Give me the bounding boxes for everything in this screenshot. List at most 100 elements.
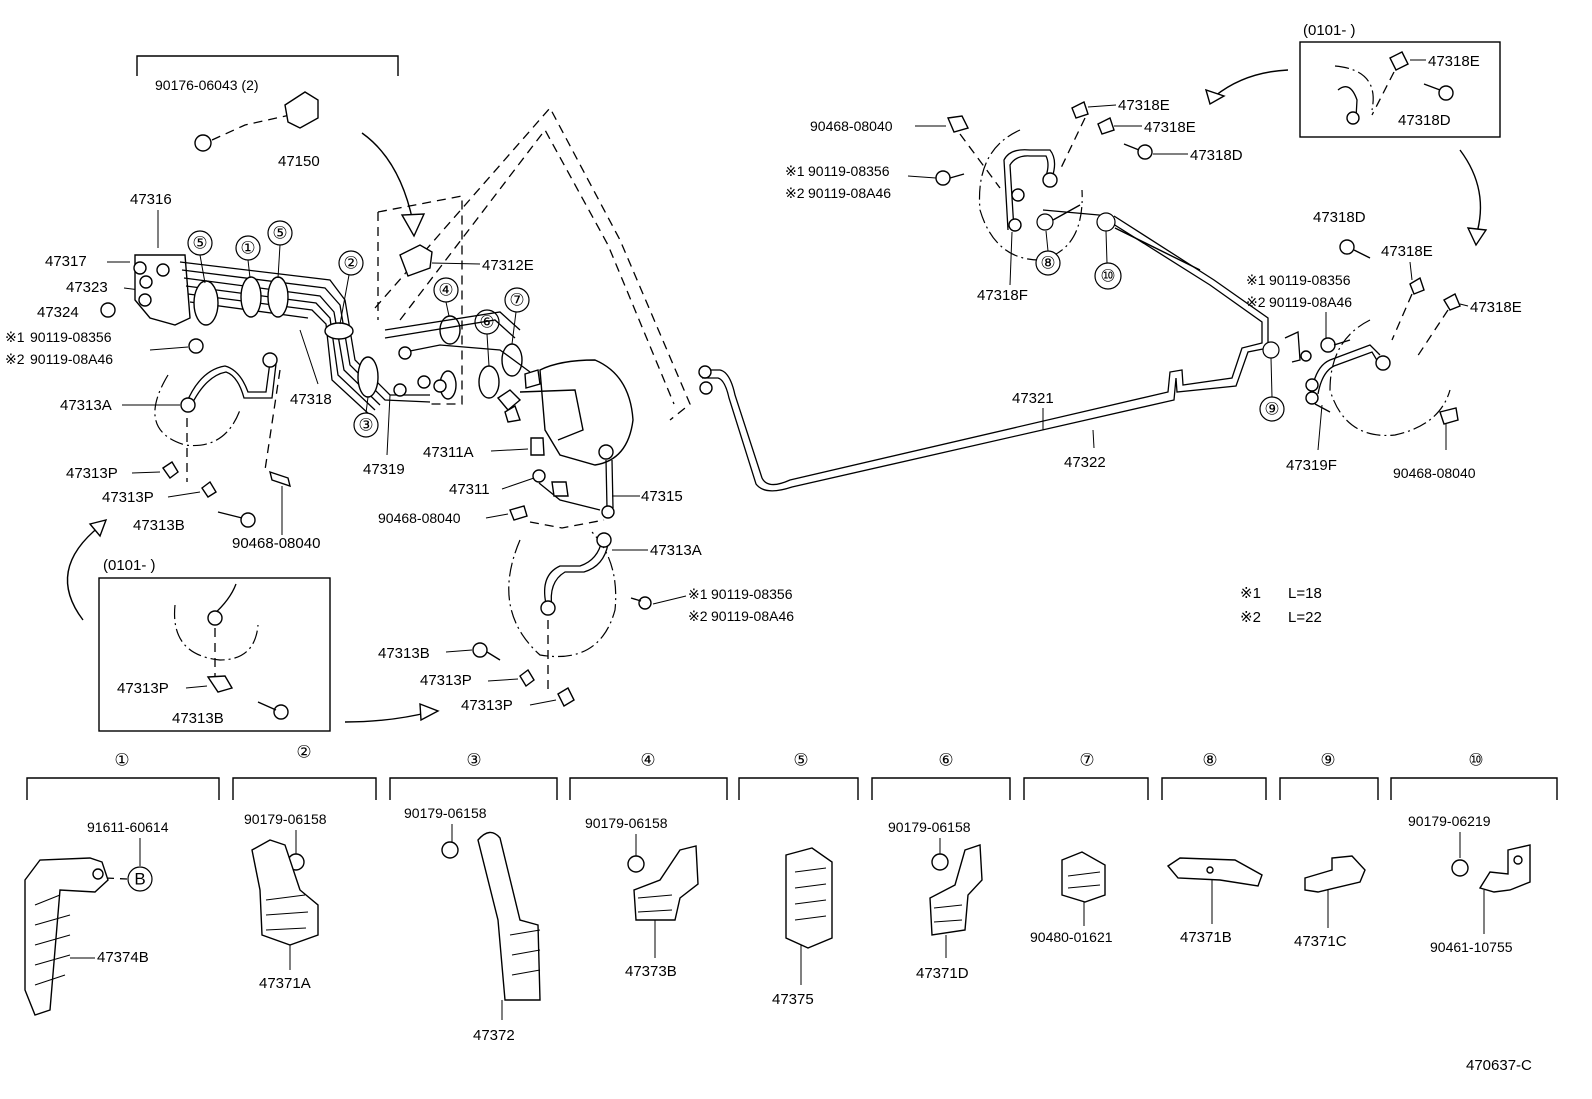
clamp-47371D-icon [929,844,983,936]
mark-2-rr: ※2 [1246,294,1266,310]
clamp-9-number: ⑨ [1320,751,1335,770]
clip-90468-top-icon [946,115,970,133]
label-90119-08A46-left[interactable]: 90119-08A46 [30,351,113,367]
clamp-1-sub[interactable]: 91611-60614 [87,819,169,835]
inset-right-47318E[interactable]: 47318E [1428,53,1480,70]
inset-right-47318D[interactable]: 47318D [1398,112,1451,129]
label-47324[interactable]: 47324 [37,304,79,321]
clip-90468-icon [269,470,291,488]
length-notes: ※1 L=18 ※2 L=22 [1240,585,1322,626]
clamp-47372-icon [477,831,541,1001]
label-47312E[interactable]: 47312E [482,257,534,274]
clamp-2-sub[interactable]: 90179-06158 [244,811,327,827]
diagram-id: 470637-C [1466,1057,1532,1074]
label-47321[interactable]: 47321 [1012,390,1054,407]
label-47313P-mid-a[interactable]: 47313P [420,672,472,689]
clamp-10-number: ⑩ [1468,751,1483,770]
label-90119-08356-rr[interactable]: 90119-08356 [1269,272,1351,288]
callout-10: ⑩ [1100,267,1115,286]
label-47316[interactable]: 47316 [130,191,172,208]
clamp-47371C-icon [1304,855,1366,893]
label-47318E-rr-b[interactable]: 47318E [1470,299,1522,316]
clamp-8-main[interactable]: 47371B [1180,929,1232,946]
left-cluster: 47316 47317 47323 47324 ⑤ ① ⑤ ② ③ [5,191,530,552]
label-90119-08A46-top[interactable]: 90119-08A46 [808,185,891,201]
label-90119-08A46-mid[interactable]: 90119-08A46 [711,608,794,624]
clamp-3-main[interactable]: 47372 [473,1027,515,1044]
label-90468-08040-left[interactable]: 90468-08040 [232,535,320,552]
callout-2: ② [343,254,358,273]
clamp-10-main[interactable]: 90461-10755 [1430,939,1513,955]
label-47318D-top[interactable]: 47318D [1190,147,1243,164]
label-47313A-left[interactable]: 47313A [60,397,112,414]
label-47317[interactable]: 47317 [45,253,87,270]
label-90119-08356-left[interactable]: 90119-08356 [30,329,112,345]
inset-right-title: (0101- ) [1303,22,1356,39]
clamp-47371A-icon [251,839,319,946]
label-47150[interactable]: 47150 [278,153,320,170]
mark-1-top: ※1 [785,163,805,179]
label-47313P-mid-b[interactable]: 47313P [461,697,513,714]
label-47313B-mid[interactable]: 47313B [378,645,430,662]
mark-1-rr: ※1 [1246,272,1266,288]
label-47319F[interactable]: 47319F [1286,457,1337,474]
mark-1-mid: ※1 [688,586,708,602]
clamp-1-main[interactable]: 47374B [97,949,149,966]
center-cluster: 47312E 47319 47311A 47315 47311 90468- [363,106,794,714]
bolt-icon [188,338,204,354]
bracket-47150-icon [284,91,319,129]
inset-left-47313B[interactable]: 47313B [172,710,224,727]
label-47318E-rr-a[interactable]: 47318E [1381,243,1433,260]
clamp-4-sub[interactable]: 90179-06158 [585,815,668,831]
clamp-8-number: ⑧ [1202,751,1217,770]
clamp-1-ref: B [134,870,145,889]
group-47150: 90176-06043 (2) 47150 [136,55,399,170]
clamp-2-main[interactable]: 47371A [259,975,311,992]
label-47315[interactable]: 47315 [641,488,683,505]
clamp-7-main[interactable]: 90480-01621 [1030,929,1113,945]
callout-5b: ⑤ [272,224,287,243]
callout-3: ③ [358,416,373,435]
clamp-1-number: ① [114,751,129,770]
label-47311A[interactable]: 47311A [423,444,474,461]
clamp-10-sub[interactable]: 90179-06219 [1408,813,1491,829]
label-47319[interactable]: 47319 [363,461,405,478]
label-47313B-a[interactable]: 47313B [133,517,185,534]
clamp-47374B-icon [24,857,109,1016]
inset-left-47313P[interactable]: 47313P [117,680,169,697]
label-90468-08040-mid[interactable]: 90468-08040 [378,510,461,526]
bolt-head-icon [100,302,116,318]
label-47318[interactable]: 47318 [290,391,332,408]
label-90176-06043[interactable]: 90176-06043 (2) [155,77,259,93]
label-47318D-rr[interactable]: 47318D [1313,209,1366,226]
label-47311[interactable]: 47311 [449,481,490,498]
label-90119-08356-mid[interactable]: 90119-08356 [711,586,793,602]
label-47313A-mid[interactable]: 47313A [650,542,702,559]
label-47318E-a[interactable]: 47318E [1118,97,1170,114]
label-47318E-b[interactable]: 47318E [1144,119,1196,136]
clamp-6-sub[interactable]: 90179-06158 [888,819,971,835]
callout-6: ⑥ [479,313,494,332]
clamp-9-main[interactable]: 47371C [1294,933,1347,950]
master-cylinder-icon [539,359,634,466]
clamp-3-sub[interactable]: 90179-06158 [404,805,487,821]
label-90468-08040-rr[interactable]: 90468-08040 [1393,465,1476,481]
clamp-3-number: ③ [466,751,481,770]
label-47318F[interactable]: 47318F [977,287,1028,304]
label-47313P-a[interactable]: 47313P [66,465,118,482]
clamp-5-main[interactable]: 47375 [772,991,814,1008]
label-47323[interactable]: 47323 [66,279,108,296]
label-47322[interactable]: 47322 [1064,454,1106,471]
clamp-6-main[interactable]: 47371D [916,965,969,982]
label-90119-08356-top[interactable]: 90119-08356 [808,163,890,179]
union-47311A-icon [530,437,545,456]
callout-8: ⑧ [1040,254,1055,273]
label-90468-08040-top[interactable]: 90468-08040 [810,118,893,134]
clamp-7-number: ⑦ [1079,751,1094,770]
clamp-4-main[interactable]: 47373B [625,963,677,980]
label-90119-08A46-rr[interactable]: 90119-08A46 [1269,294,1352,310]
label-47313P-b[interactable]: 47313P [102,489,154,506]
clip-90468-rr-icon [1439,407,1459,425]
mark-2-left: ※2 [5,351,25,367]
